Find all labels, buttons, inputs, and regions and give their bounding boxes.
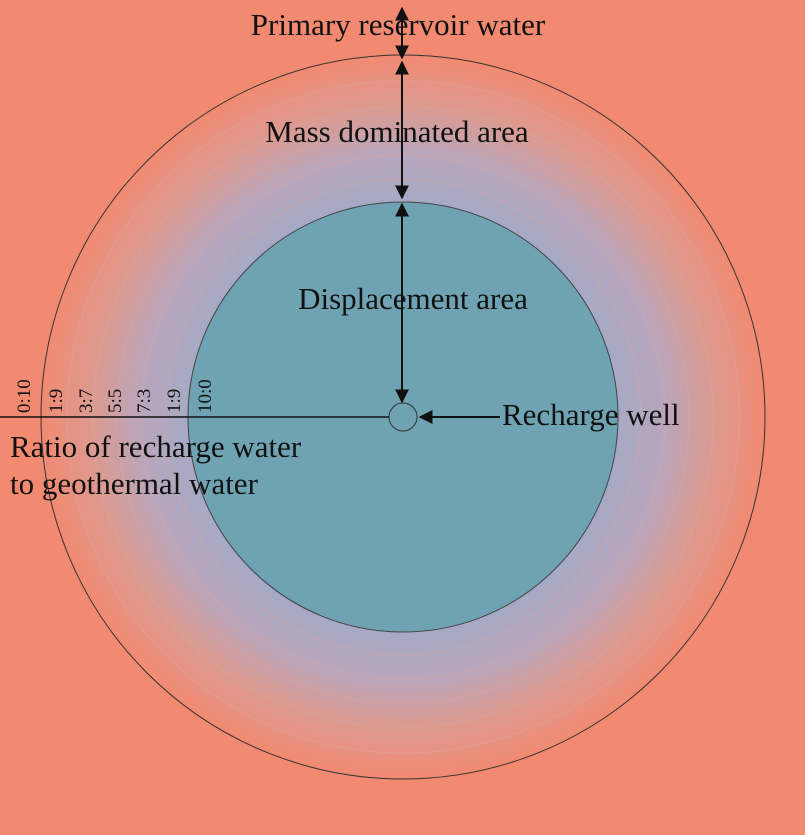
ratio-title-line1: Ratio of recharge water [10,429,302,464]
ratio-scale: 0:10 1:9 3:7 5:5 7:3 1:9 10:0 [14,379,216,413]
displacement-label: Displacement area [298,281,528,316]
ratio-label: 7:3 [134,389,155,413]
primary-reservoir-label: Primary reservoir water [251,7,546,42]
ratio-label: 0:10 [14,379,35,413]
mass-dominated-label: Mass dominated area [265,114,529,149]
ratio-title-line2: to geothermal water [10,466,259,501]
ratio-label: 3:7 [76,389,97,413]
recharge-well-label: Recharge well [502,397,680,432]
ratio-label: 1:9 [164,389,185,413]
ratio-label: 1:9 [46,389,67,413]
ratio-label: 10:0 [195,379,216,413]
ratio-label: 5:5 [105,389,126,413]
recharge-well-circle [388,402,418,432]
